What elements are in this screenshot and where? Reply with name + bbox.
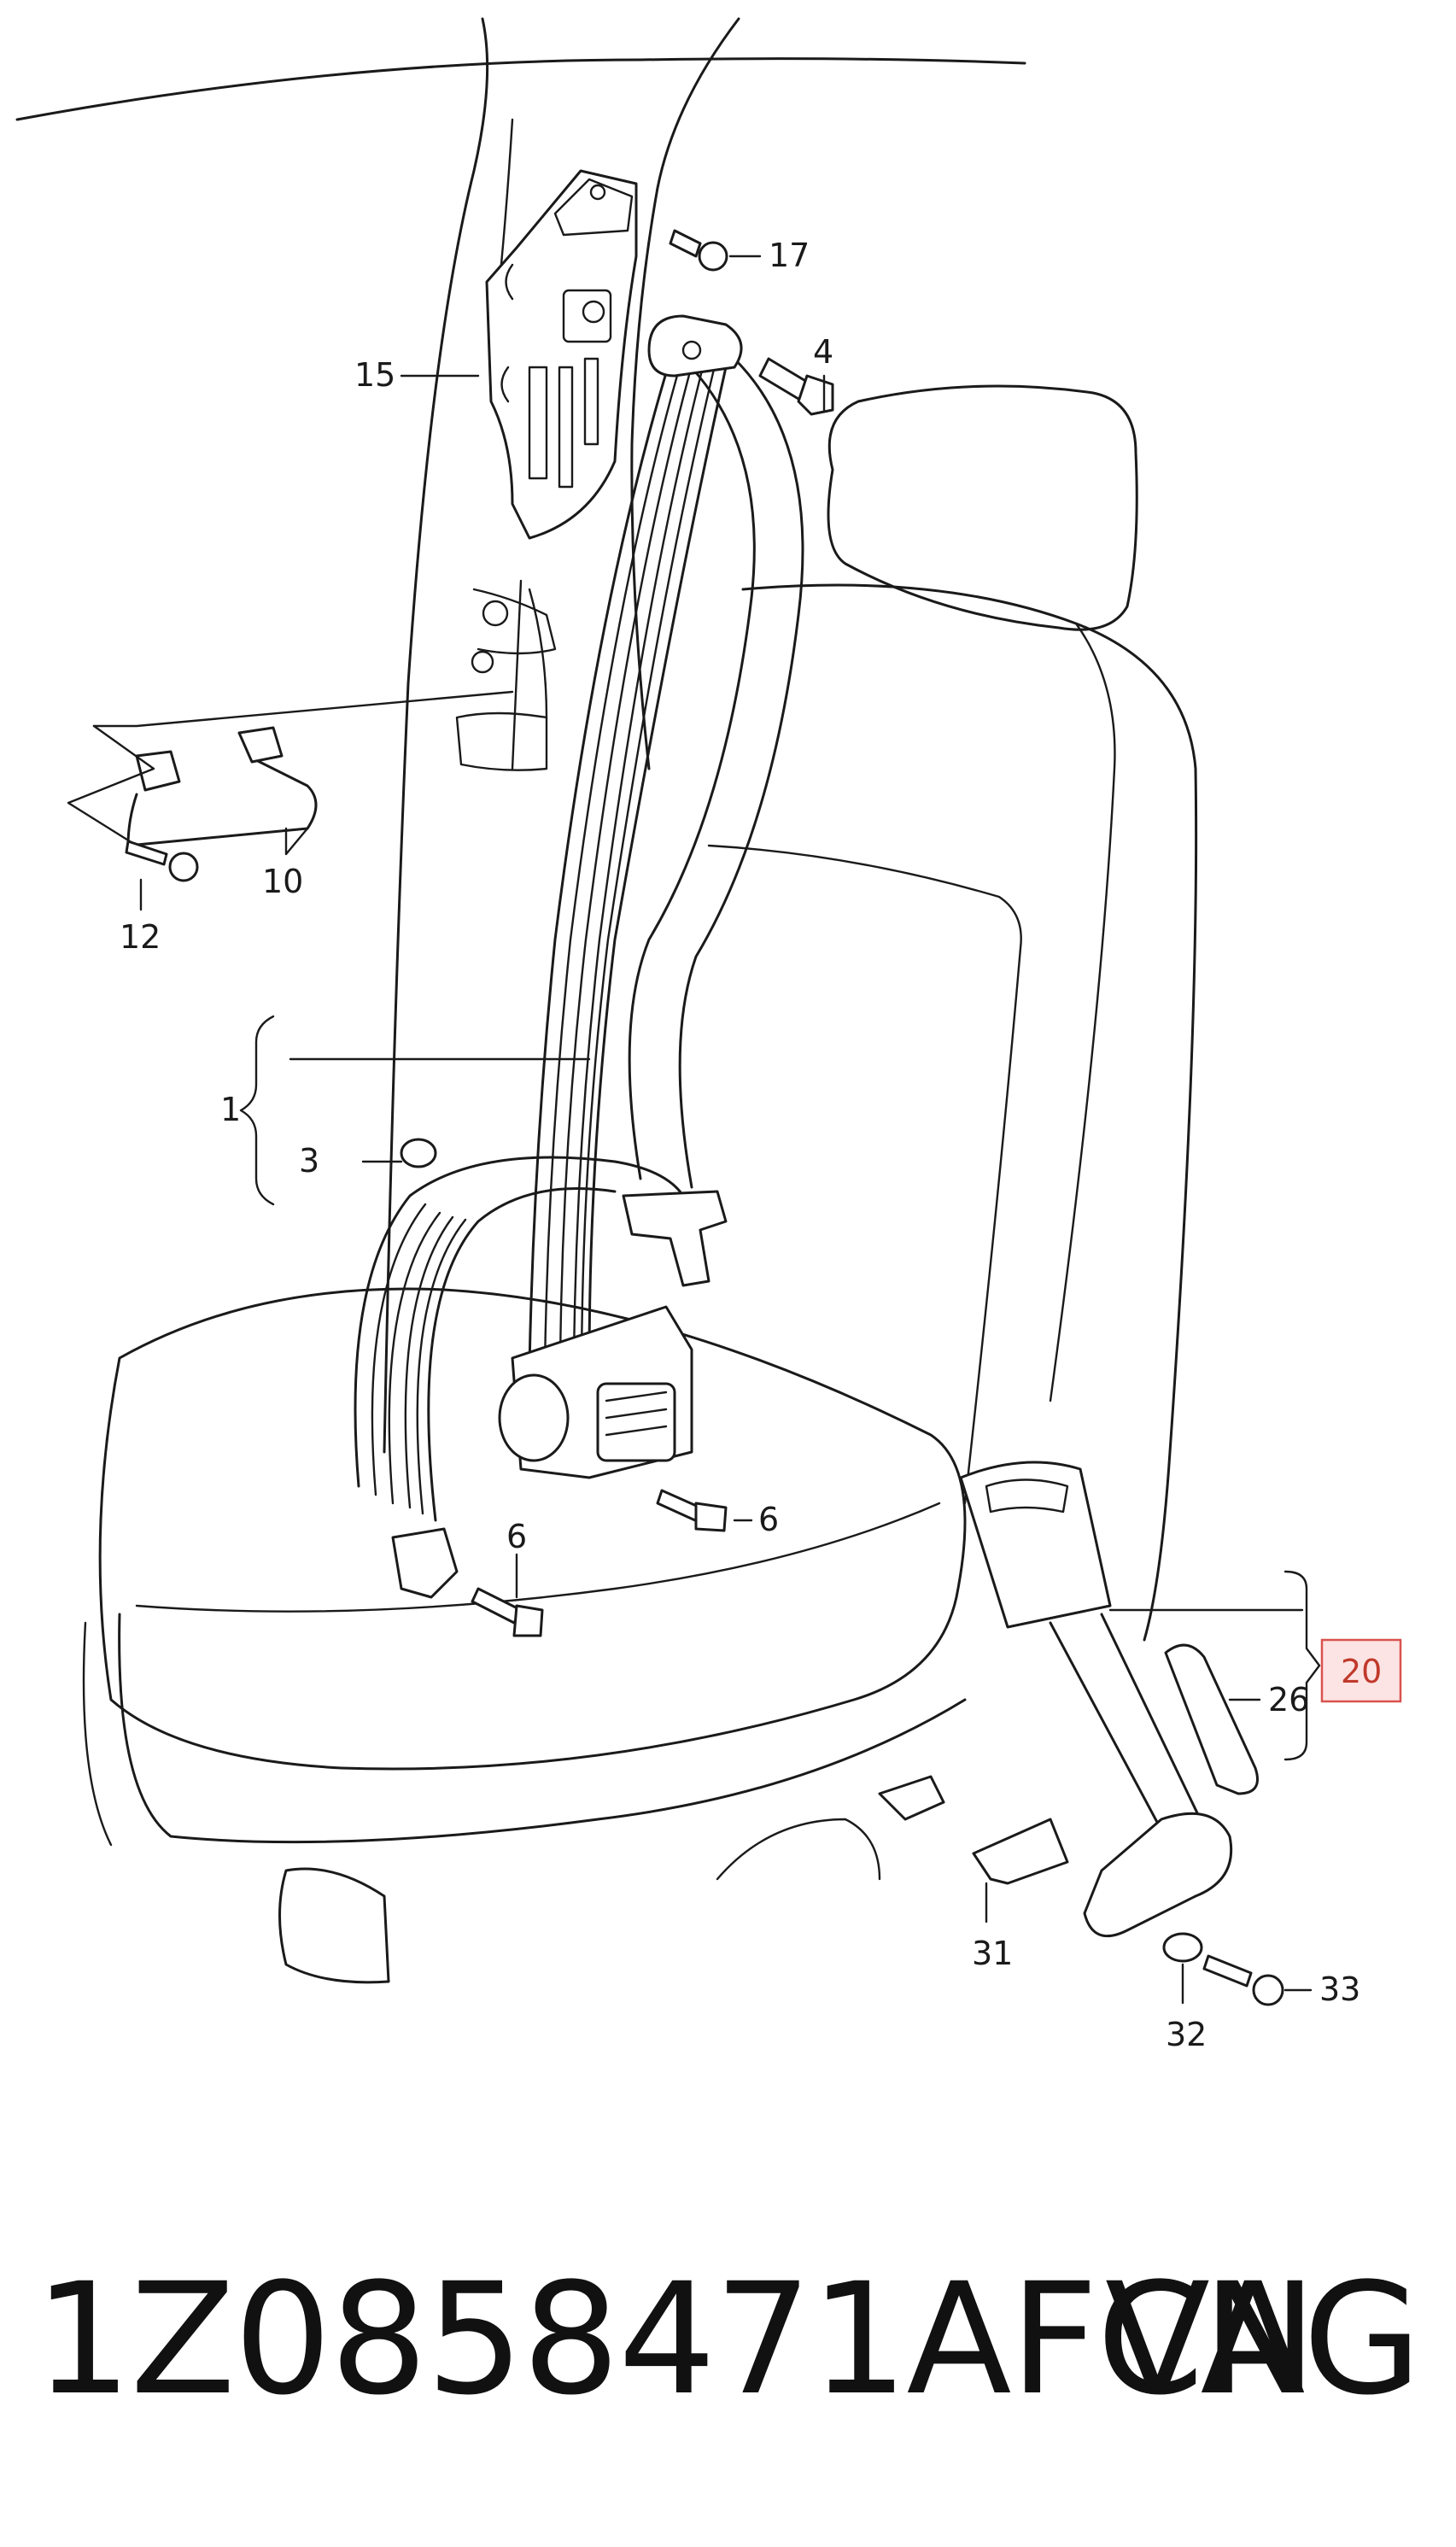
callout-17: 17 [769,237,810,274]
caption-bar: 1Z0858471AFCN VAG [0,2238,1456,2443]
callout-20-highlight [1320,1638,1402,1703]
callout-6-lap: 6 [506,1518,527,1555]
callout-15: 15 [354,356,395,394]
callout-10: 10 [262,863,303,900]
bolt-17 [669,229,728,272]
roof-line [15,57,1026,121]
upper-anchor [647,314,743,378]
bolt-33 [1202,1954,1284,2006]
washer-32 [1162,1932,1203,1963]
lap-belt [354,1156,685,1522]
callout-6-retractor: 6 [758,1501,779,1538]
lap-anchor [391,1527,459,1599]
screw-12 [125,840,199,882]
callout-3: 3 [299,1142,319,1180]
buckle-20 [959,1461,1233,1938]
retractor [498,1305,693,1479]
seat-back-inner [707,844,1022,1505]
callout-31: 31 [972,1935,1013,1972]
rivet-3 [400,1138,437,1168]
clip-31 [878,1775,1069,1885]
bolt-6-retractor [656,1489,728,1532]
guide-10 [126,726,318,847]
shoulder-belt [528,357,804,1368]
callout-26: 26 [1268,1681,1309,1718]
seat-back [741,583,1198,1642]
callout-32: 32 [1166,2016,1207,2053]
part-number: 1Z0858471AFCN [34,2251,1317,2429]
callout-1: 1 [220,1091,241,1128]
parts-diagram: 17 4 15 10 12 1 3 6 6 20 26 31 32 33 [15,17,1402,2053]
leader-lines [139,255,1321,2005]
callout-12: 12 [120,918,161,956]
height-adjuster [485,169,638,540]
bolt-6-lap [471,1587,544,1637]
b-pillar [383,17,740,1454]
headrest [827,384,1138,631]
callout-33: 33 [1319,1970,1360,2008]
callout-20: 20 [1341,1653,1382,1690]
brand-name: VAG [1104,2251,1422,2429]
cover-26 [1164,1643,1259,1795]
seat-lever [278,1867,390,1984]
callout-4: 4 [813,333,833,371]
latch-plate [622,1190,728,1287]
